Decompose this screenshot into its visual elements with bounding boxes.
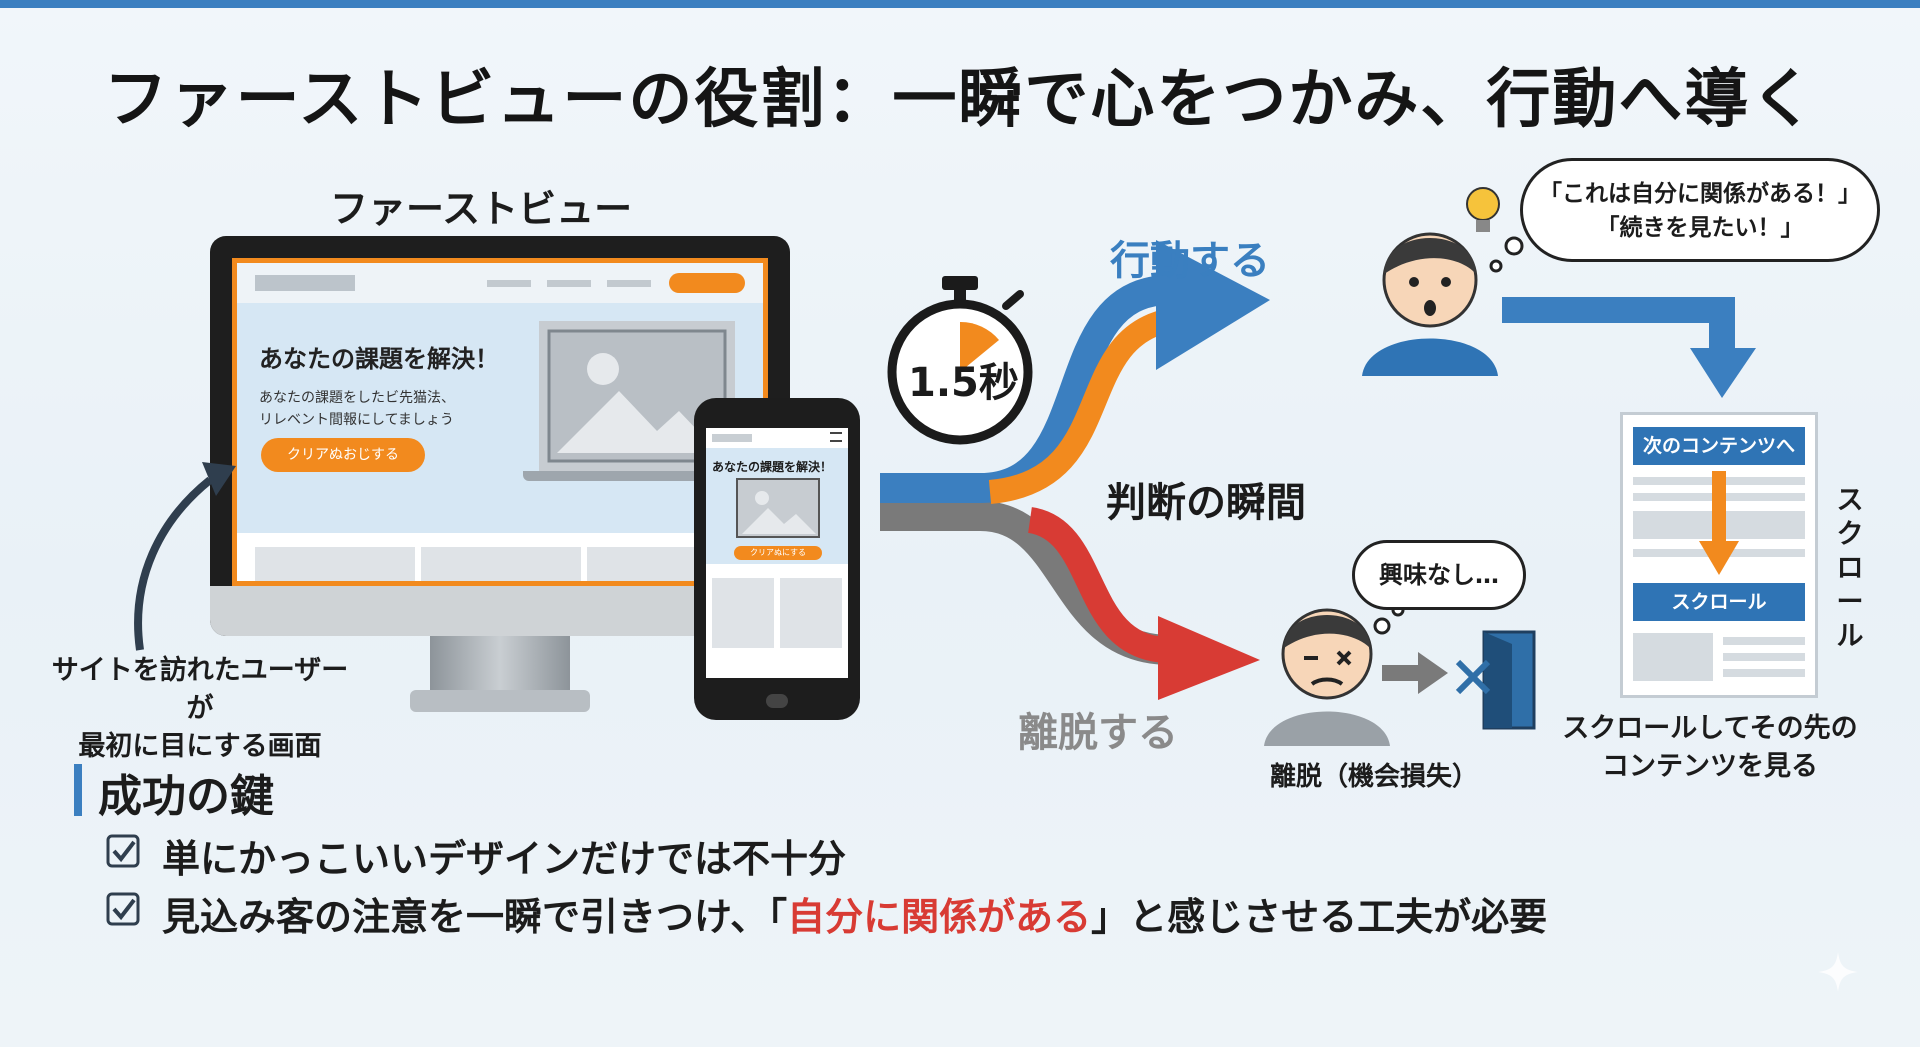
site-nav xyxy=(237,263,763,303)
scroll-arrow-icon xyxy=(1502,297,1756,398)
phone-card-placeholder xyxy=(780,578,842,648)
site-logo-placeholder xyxy=(255,275,355,291)
hamburger-menu-icon xyxy=(830,432,842,442)
key-item-text-part: 見込み客の注意を一瞬で引きつけ、「 xyxy=(162,895,788,939)
timer-label: 1.5秒 xyxy=(908,360,1019,406)
top-accent-bar xyxy=(0,0,1920,8)
monitor-chin xyxy=(210,586,790,636)
scroll-vertical-text: スクロール xyxy=(1836,485,1864,652)
scroll-button: スクロール xyxy=(1633,583,1805,621)
first-view-label: ファーストビュー xyxy=(330,187,633,231)
key-item-highlight: 自分に関係がある xyxy=(787,895,1092,939)
down-arrow-icon xyxy=(1699,471,1739,575)
scroll-vertical-label: スクロール xyxy=(1830,484,1870,654)
checkbox-icon xyxy=(106,892,140,926)
curved-arrow-icon xyxy=(134,462,236,651)
scroll-caption: スクロールしてその先の コンテンツを見る xyxy=(1560,710,1860,786)
desktop-monitor: あなたの課題を解決！ あなたの課題をしたビ先猫法、 リレベント間報にしてましょう… xyxy=(210,236,790,636)
image-icon xyxy=(742,491,816,534)
sparkle-icon xyxy=(1818,952,1858,992)
nav-cta-placeholder xyxy=(669,273,745,293)
section-accent-bar xyxy=(74,764,82,816)
monitor-stand-neck xyxy=(430,636,570,692)
action-highlight-path xyxy=(988,308,1173,504)
scroll-caption-line: スクロールしてその先の xyxy=(1562,713,1858,744)
nav-link-placeholder xyxy=(547,280,591,287)
action-path xyxy=(880,275,1171,503)
key-item-text: 見込み客の注意を一瞬で引きつけ、「自分に関係がある」と感じさせる工夫が必要 xyxy=(162,886,1547,941)
phone-screen: あなたの課題を解決！ クリアぬにする xyxy=(706,428,848,678)
bubble-line: 「続きを見たい！」 xyxy=(1596,215,1804,241)
judgment-label: 判断の瞬間 xyxy=(1106,480,1306,526)
key-item-text-part: 」と感じさせる工夫が必要 xyxy=(1091,895,1548,939)
checkbox-icon xyxy=(106,834,140,868)
stopwatch-icon xyxy=(887,276,1033,445)
content-line xyxy=(1723,637,1805,645)
site-caption-line: 最初に目にする画面 xyxy=(78,731,322,762)
content-line xyxy=(1723,669,1805,677)
flow-arrows xyxy=(880,240,1270,700)
bubble-line: 「これは自分に関係がある！」 xyxy=(1539,181,1861,207)
key-item: 見込み客の注意を一瞬で引きつけ、「自分に関係がある」と感じさせる工夫が必要 xyxy=(106,886,1706,939)
laptop-base xyxy=(523,471,751,481)
hero-body-line: リレベント間報にしてましょう xyxy=(259,412,454,428)
hero-body-line: あなたの課題をしたビ先猫法、 xyxy=(259,390,455,406)
hero-body: あなたの課題をしたビ先猫法、 リレベント間報にしてましょう xyxy=(259,387,455,431)
bored-speech-bubble: 興味なし… xyxy=(1352,540,1526,610)
engaged-user-icon xyxy=(1362,232,1498,376)
content-line xyxy=(1723,653,1805,661)
monitor-screen: あなたの課題を解決！ あなたの課題をしたビ先猫法、 リレベント間報にしてましょう… xyxy=(232,258,768,586)
hero-cta-button: クリアぬおじする xyxy=(261,438,425,472)
image-icon xyxy=(547,329,727,463)
opportunity-loss-label: 離脱（機会損失） xyxy=(1270,762,1479,792)
site-card-placeholder xyxy=(421,547,581,581)
hero-headline: あなたの課題を解決！ xyxy=(259,345,499,373)
site-caption: サイトを訪れたユーザーが 最初に目にする画面 xyxy=(40,652,360,766)
next-content-header: 次のコンテンツへ xyxy=(1633,427,1805,465)
scroll-page-mockup: 次のコンテンツへ スクロール xyxy=(1620,412,1818,698)
exit-label: 離脱する xyxy=(1018,710,1178,756)
key-section-heading: 成功の鍵 xyxy=(98,771,274,822)
phone-hero-headline: あなたの課題を解決！ xyxy=(712,460,833,474)
thought-dots-icon xyxy=(1489,236,1524,273)
right-arrow-icon xyxy=(1382,652,1448,694)
site-caption-line: サイトを訪れたユーザーが xyxy=(51,655,349,724)
phone-home-button xyxy=(766,694,788,708)
site-card-placeholder xyxy=(255,547,415,581)
phone-logo-placeholder xyxy=(712,434,752,442)
scroll-caption-line: コンテンツを見る xyxy=(1602,751,1818,782)
action-arrowhead xyxy=(1156,240,1270,370)
exit-door-icon xyxy=(1455,630,1536,730)
key-item-text: 単にかっこいいデザインだけでは不十分 xyxy=(162,837,847,881)
nav-link-placeholder xyxy=(607,280,651,287)
smartphone: あなたの課題を解決！ クリアぬにする xyxy=(694,398,860,720)
monitor-stand-foot xyxy=(410,690,590,712)
lightbulb-icon xyxy=(1466,187,1500,232)
phone-card-placeholder xyxy=(712,578,774,648)
desktop-site-mockup: あなたの課題を解決！ あなたの課題をしたビ先猫法、 リレベント間報にしてましょう… xyxy=(237,263,763,581)
phone-cta-button: クリアぬにする xyxy=(734,546,822,560)
exit-highlight-path xyxy=(1027,507,1171,663)
bored-user-icon xyxy=(1264,608,1390,746)
exit-arrowhead xyxy=(1158,616,1260,700)
engaged-speech-bubble: 「これは自分に関係がある！」 「続きを見たい！」 xyxy=(1520,158,1880,262)
content-block xyxy=(1633,633,1713,681)
key-item: 単にかっこいいデザインだけでは不十分 xyxy=(106,828,1106,881)
page-title: ファーストビューの役割：一瞬で心をつかみ、行動へ導く xyxy=(103,63,1817,137)
action-label: 行動する xyxy=(1110,238,1270,284)
phone-image-placeholder xyxy=(736,478,820,538)
nav-link-placeholder xyxy=(487,280,531,287)
